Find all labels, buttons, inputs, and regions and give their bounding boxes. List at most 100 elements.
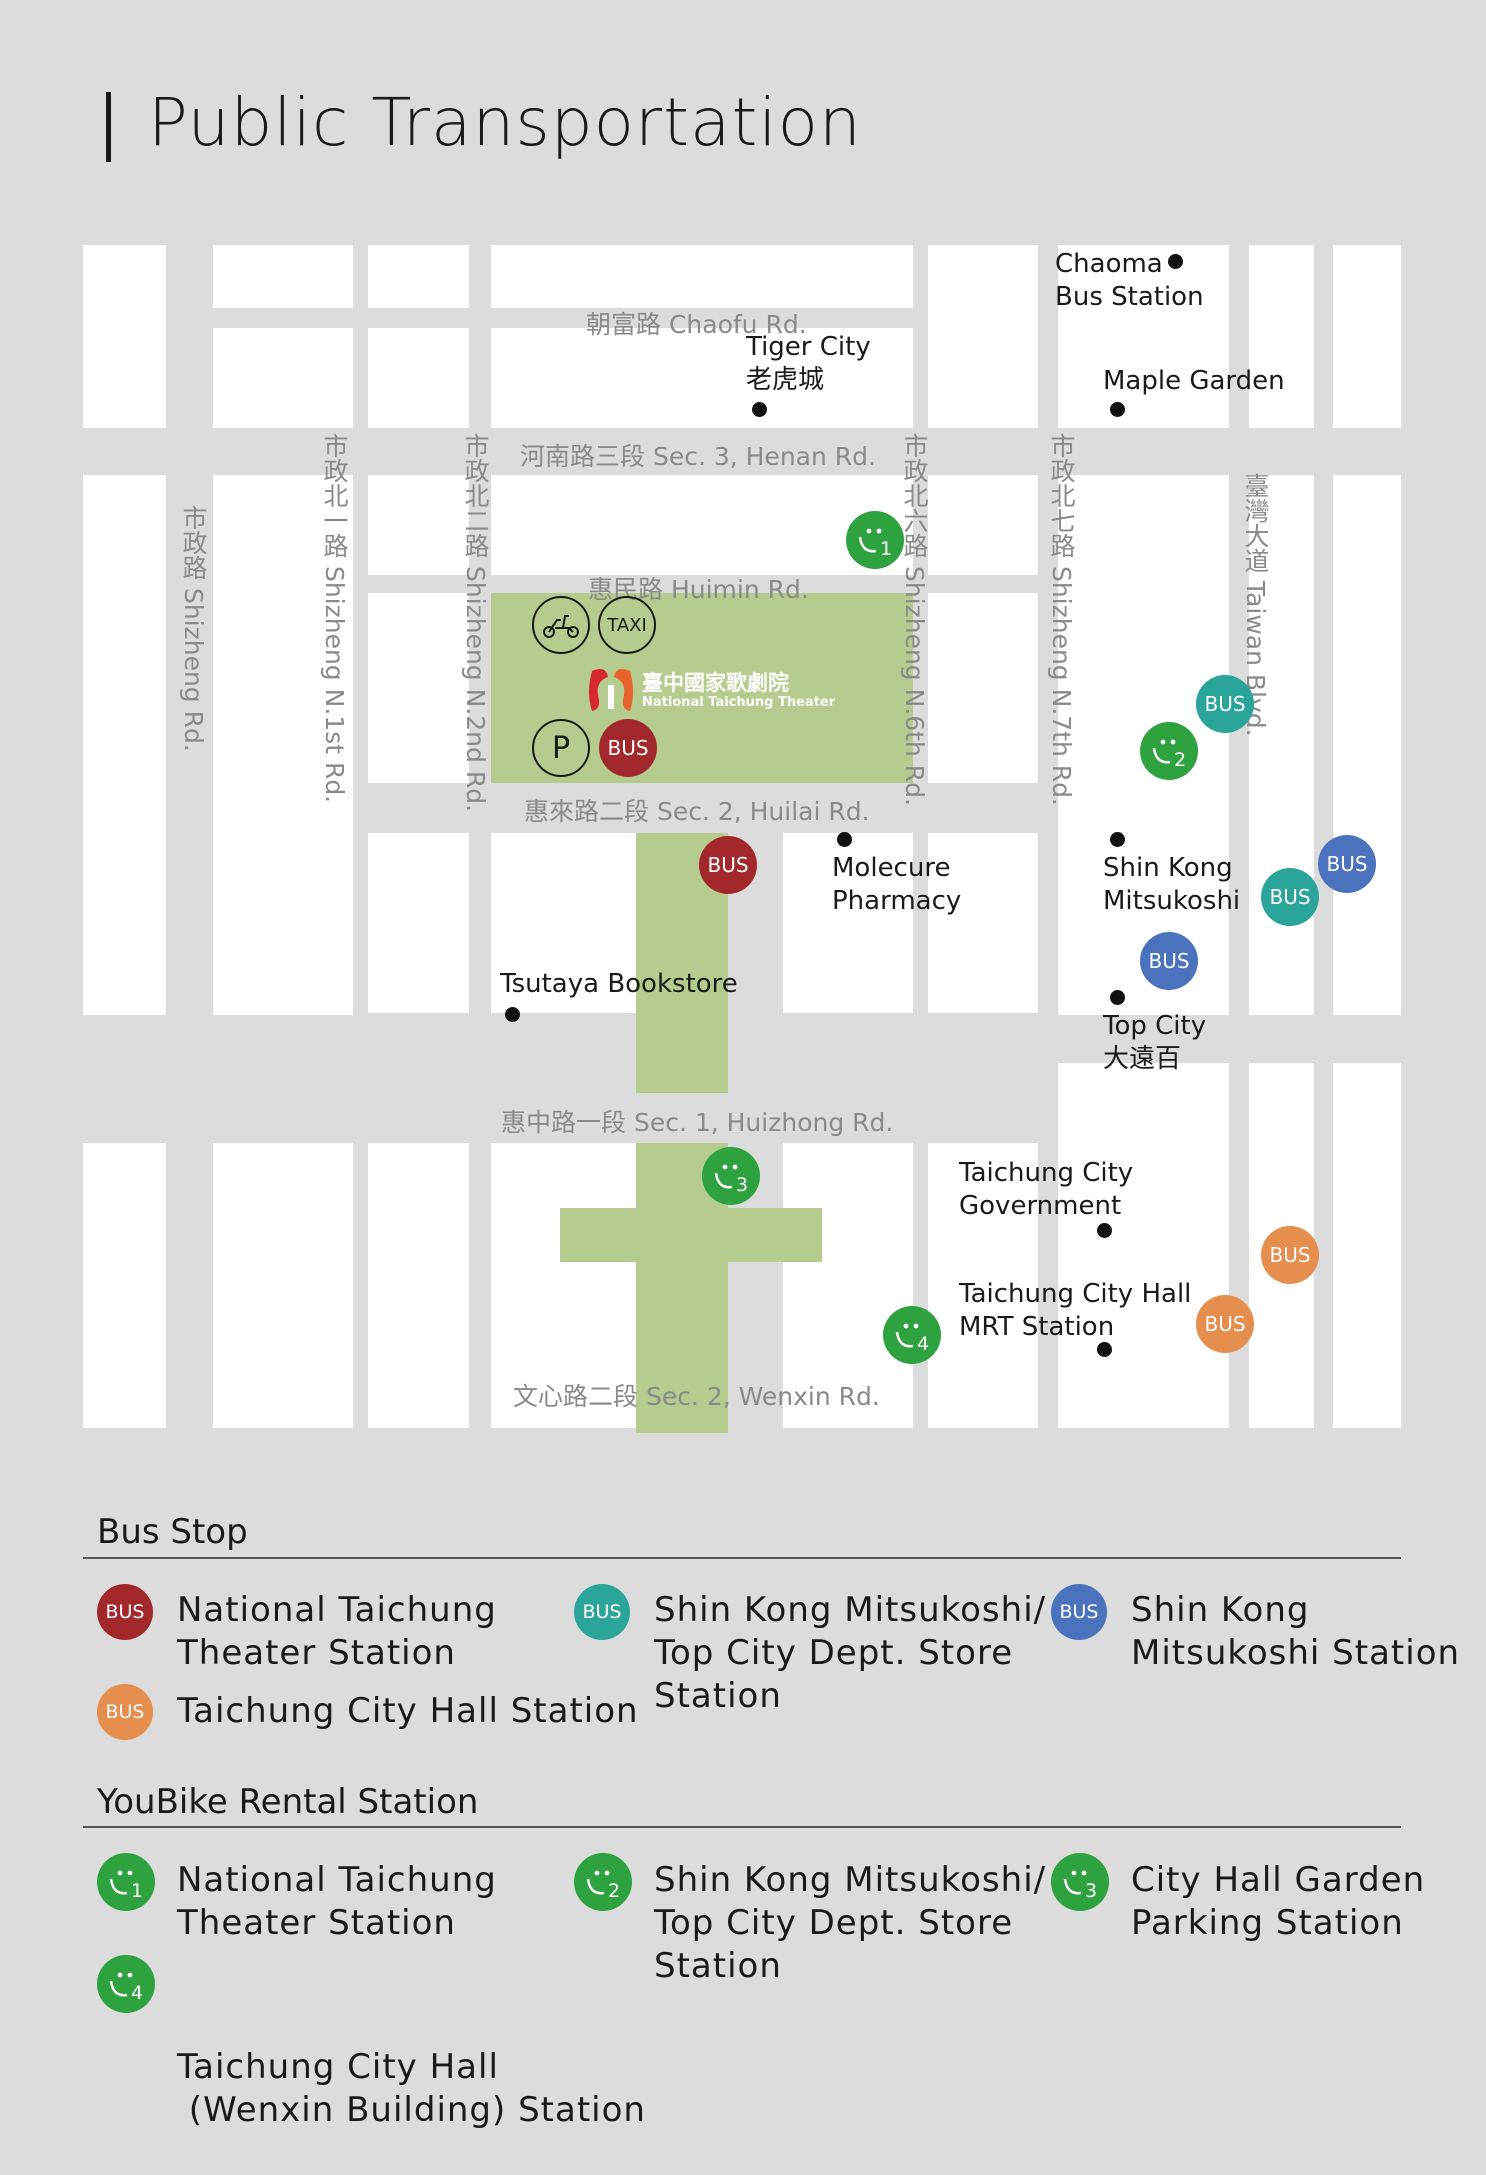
youbike-icon: 2	[1140, 722, 1198, 780]
youbike-icon: 4	[883, 1306, 941, 1364]
road-shizheng-n6: 市政北六路 Shizheng N.6th Rd.	[900, 433, 929, 806]
marker-dot	[505, 1007, 520, 1022]
legend-bus-orange-icon: BUS	[97, 1684, 153, 1740]
road-shizheng-n1: 市政北一路 Shizheng N.1st Rd.	[320, 433, 349, 804]
youbike-number: 4	[917, 1333, 929, 1355]
bus-stop-shin-kong-top-city: BUS	[1196, 675, 1254, 733]
legend-youbike-2-icon: 2	[574, 1853, 632, 1911]
youbike-number: 2	[1174, 749, 1186, 771]
legend-bus-teal-text: Shin Kong Mitsukoshi/Top City Dept. Stor…	[654, 1590, 1047, 1716]
legend-bus-orange-text: Taichung City Hall Station	[177, 1691, 639, 1731]
taxi-icon: TAXI	[598, 596, 656, 654]
theater-name-zh: 臺中國家歌劇院	[642, 671, 789, 695]
marker-dot	[1110, 832, 1125, 847]
city-block	[368, 1143, 469, 1428]
city-block	[1333, 1063, 1401, 1428]
city-block	[213, 1143, 353, 1428]
road-shizheng-n7: 市政北七路 Shizheng N.7th Rd.	[1047, 433, 1076, 806]
city-block	[83, 245, 166, 428]
marker-dot	[1110, 402, 1125, 417]
city-block	[368, 833, 469, 1013]
bus-stop-city-hall: BUS	[1261, 1226, 1319, 1284]
area-map: 朝富路 Chaofu Rd. 河南路三段 Sec. 3, Henan Rd. 惠…	[83, 245, 1401, 1435]
marker-dot	[1110, 990, 1125, 1005]
city-block	[491, 1143, 641, 1428]
city-block	[368, 328, 469, 428]
marker-dot	[1168, 254, 1183, 269]
city-block	[368, 245, 469, 308]
bus-stop-city-hall: BUS	[1196, 1295, 1254, 1353]
city-block	[213, 328, 353, 428]
place-maple-garden: Maple Garden	[1103, 366, 1285, 396]
city-block	[928, 833, 1038, 1013]
legend-bus-blue-icon: BUS	[1051, 1584, 1107, 1640]
title-accent-bar	[106, 92, 111, 162]
legend-youbike-2-text: Shin Kong Mitsukoshi/Top City Dept. Stor…	[654, 1860, 1047, 1986]
city-block	[83, 1143, 166, 1428]
legend-divider	[83, 1557, 1401, 1559]
city-block	[491, 475, 913, 575]
marker-dot	[1097, 1342, 1112, 1357]
scooter-icon	[532, 596, 590, 654]
city-block	[213, 245, 353, 308]
youbike-number: 3	[1085, 1880, 1097, 1902]
place-tsutaya-bookstore: Tsutaya Bookstore	[500, 969, 738, 999]
legend-bus-red-icon: BUS	[97, 1584, 153, 1640]
legend-youbike-1-icon: 1	[97, 1853, 155, 1911]
legend-bus-teal-icon: BUS	[574, 1584, 630, 1640]
marker-dot	[1097, 1223, 1112, 1238]
road-huizhong: 惠中路一段 Sec. 1, Huizhong Rd.	[501, 1108, 894, 1137]
road-huilai: 惠來路二段 Sec. 2, Huilai Rd.	[524, 797, 870, 826]
park-plaza	[560, 1208, 822, 1262]
city-block	[83, 475, 166, 1015]
bus-stop-shin-kong: BUS	[1140, 932, 1198, 990]
youbike-number: 1	[880, 538, 892, 560]
marker-dot	[752, 402, 767, 417]
legend-bus-title: Bus Stop	[97, 1512, 248, 1552]
city-block	[1089, 245, 1229, 428]
theater-name-en: National Taichung Theater	[642, 695, 836, 710]
theater-logo-icon	[589, 669, 633, 711]
theater-logo: 臺中國家歌劇院 National Taichung Theater	[588, 665, 835, 719]
legend-youbike-title: YouBike Rental Station	[97, 1782, 479, 1822]
city-block	[783, 833, 913, 1013]
youbike-icon: 1	[846, 511, 904, 569]
city-block	[928, 245, 1038, 428]
city-block	[1249, 245, 1314, 428]
city-block	[928, 475, 1038, 575]
road-wenxin: 文心路二段 Sec. 2, Wenxin Rd.	[513, 1382, 880, 1411]
city-block	[491, 245, 913, 308]
bus-stop-theater: BUS	[599, 719, 657, 777]
page-title: Public Transportation	[148, 84, 862, 161]
legend-youbike-4-icon: 4	[97, 1955, 155, 2013]
youbike-number: 1	[131, 1880, 143, 1902]
legend-divider	[83, 1826, 1401, 1828]
youbike-number: 3	[736, 1174, 748, 1196]
city-block	[368, 593, 469, 783]
city-block	[491, 833, 641, 1013]
road-chaofu: 朝富路 Chaofu Rd.	[586, 310, 807, 339]
youbike-number: 4	[131, 1982, 143, 2004]
parking-icon: P	[532, 719, 590, 777]
road-shizheng-n2: 市政北二路 Shizheng N.2nd Rd.	[461, 433, 490, 813]
youbike-number: 2	[608, 1880, 620, 1902]
city-block	[368, 475, 469, 575]
city-block	[928, 593, 1038, 783]
bus-stop-theater: BUS	[699, 836, 757, 894]
city-block	[928, 1143, 1038, 1428]
legend-youbike-3-icon: 3	[1051, 1853, 1109, 1911]
city-block	[213, 475, 353, 1015]
youbike-icon: 3	[702, 1147, 760, 1205]
bus-stop-shin-kong-top-city: BUS	[1261, 868, 1319, 926]
